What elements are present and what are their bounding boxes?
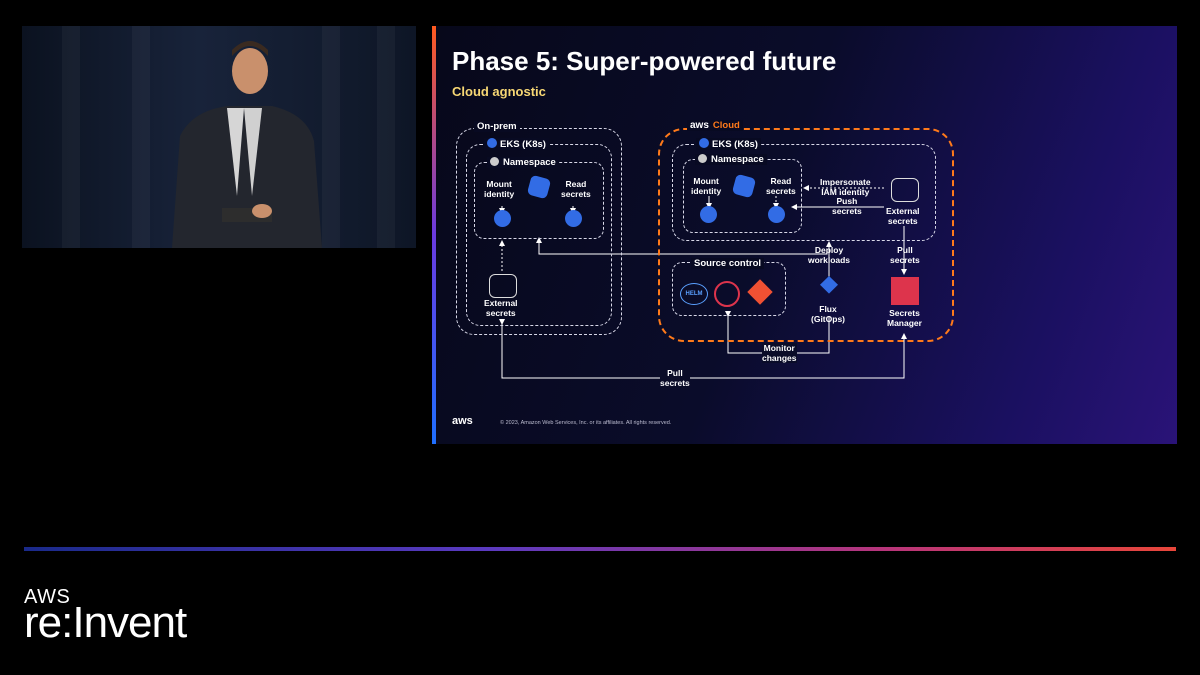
slide-title: Phase 5: Super-powered future — [452, 46, 837, 76]
slide-accent-bar — [432, 26, 436, 444]
speaker-video — [22, 26, 416, 248]
cloud-robot-icon — [891, 178, 919, 202]
presentation-slide: Phase 5: Super-powered future Cloud agno… — [432, 26, 1177, 444]
namespace-dot-icon — [490, 157, 499, 166]
k8s-icon — [699, 138, 709, 148]
aws-footer-logo: aws — [452, 415, 473, 427]
brand-reinvent-logo: re:Invent — [24, 598, 187, 647]
secrets-manager-icon — [891, 277, 919, 305]
onprem-robot-icon — [489, 274, 517, 298]
brand-aws-text: AWS — [24, 586, 71, 608]
onprem-namespace-label: Namespace — [487, 157, 559, 168]
onprem-namespace-box — [474, 162, 604, 239]
flux-label: Flux(GitOps) — [811, 304, 845, 324]
namespace-dot-icon — [698, 154, 707, 163]
brand-gradient-line — [24, 547, 1176, 551]
k8s-icon — [487, 138, 497, 148]
cloud-eks-box — [672, 144, 936, 241]
cloud-secret-icon — [768, 206, 785, 223]
onprem-eks-label: EKS (K8s) — [484, 138, 549, 150]
cloud-namespace-label: Namespace — [695, 154, 767, 165]
helm-icon: HELM — [680, 283, 708, 305]
cloud-eks-label: EKS (K8s) — [696, 138, 761, 150]
cloud-box — [658, 128, 954, 342]
source-control-label: Source control — [691, 258, 765, 269]
slide-subtitle: Cloud agnostic — [452, 84, 546, 99]
onprem-box — [456, 128, 622, 335]
slide-copyright: © 2023, Amazon Web Services, Inc. or its… — [500, 420, 672, 426]
onprem-label: On-prem — [474, 121, 520, 132]
onprem-sa-icon — [494, 210, 511, 227]
yaml-icon — [714, 281, 740, 307]
onprem-secret-icon — [565, 210, 582, 227]
speaker-figure — [172, 41, 322, 248]
cloud-sa-icon — [700, 206, 717, 223]
